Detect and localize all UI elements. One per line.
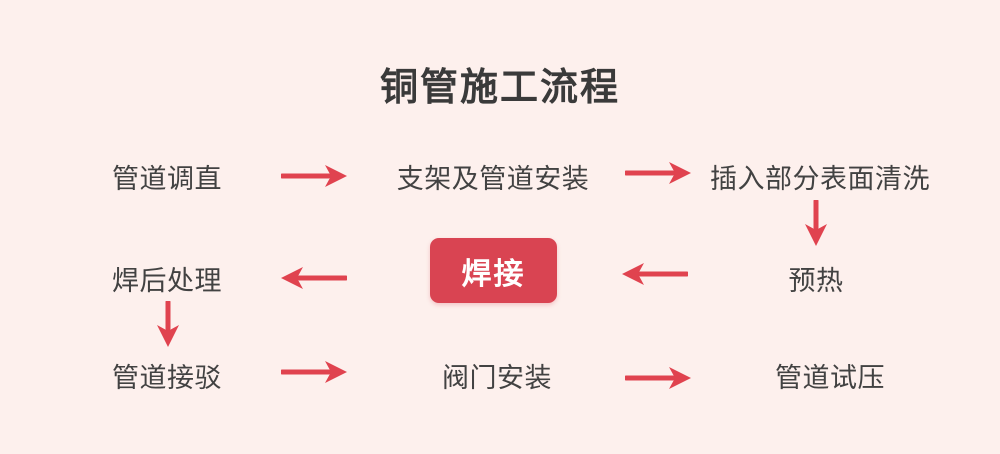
- flow-arrow-right-icon: [281, 359, 347, 385]
- page-title: 铜管施工流程: [379, 67, 620, 109]
- step-pipe-straightening: 管道调直: [112, 164, 222, 194]
- flow-arrow-down-icon: [155, 301, 181, 347]
- flow-arrow-left-icon: [281, 265, 347, 291]
- step-welding: 焊接: [430, 238, 557, 303]
- step-preheating: 预热: [788, 266, 844, 296]
- flow-arrow-left-icon: [622, 261, 688, 287]
- flow-arrow-down-icon: [803, 200, 829, 246]
- step-bracket-and-pipe-installation: 支架及管道安装: [396, 164, 590, 194]
- step-post-weld-treatment: 焊后处理: [112, 266, 222, 296]
- flow-arrow-right-icon: [625, 365, 691, 391]
- flow-arrow-right-icon: [625, 160, 691, 186]
- step-insert-surface-cleaning: 插入部分表面清洗: [710, 164, 930, 194]
- step-valve-installation: 阀门安装: [442, 363, 552, 393]
- step-pipe-pressure-test: 管道试压: [775, 363, 885, 393]
- step-pipe-connection: 管道接驳: [112, 363, 222, 393]
- flow-arrow-right-icon: [281, 163, 347, 189]
